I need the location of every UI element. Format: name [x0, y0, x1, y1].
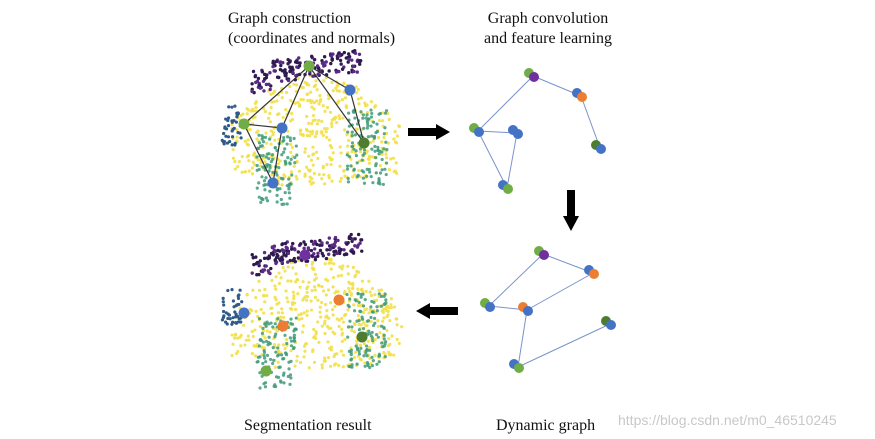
graph-node [529, 72, 539, 82]
graph-node [513, 129, 523, 139]
arrow-left [416, 303, 458, 319]
graph-node [238, 118, 250, 130]
segmentation-nodes [238, 249, 368, 377]
graph-edge [308, 65, 351, 91]
graph-node [358, 137, 370, 149]
arrow-down [563, 190, 579, 231]
graph-construction-line2: (coordinates and normals) [228, 30, 396, 47]
graph-edge [488, 253, 544, 307]
graph-edge [477, 75, 534, 132]
graph-edge [517, 309, 528, 368]
dynamic-graph [480, 246, 616, 373]
graph-edge [517, 323, 611, 368]
graph-edge [506, 132, 518, 189]
graph-node [485, 302, 495, 312]
graph-convolution-line2: and feature learning [484, 30, 612, 47]
graph-node [606, 320, 616, 330]
segmentation-node [356, 331, 368, 343]
graph-edge [349, 89, 365, 144]
segmentation-result-label: Segmentation result [244, 417, 372, 434]
graph-convolution-line1: Graph convolution [487, 10, 609, 27]
segmentation-node [333, 294, 345, 306]
graph-edge [272, 127, 283, 184]
segmentation-node [238, 307, 250, 319]
graph-edge [580, 95, 601, 149]
graph-edge [243, 123, 274, 184]
arrow-right [408, 124, 450, 140]
watermark: https://blog.csdn.net/m0_46510245 [618, 412, 837, 428]
graph-edge [308, 65, 365, 144]
segmentation-node [299, 249, 311, 261]
graph-edge [477, 130, 508, 189]
dynamic-graph-label: Dynamic graph [496, 417, 596, 434]
graph-construction-title: Graph construction (coordinates and norm… [228, 9, 395, 49]
graph-node [589, 269, 599, 279]
graph-edge [243, 65, 310, 125]
graph-node [596, 144, 606, 154]
graph-node [344, 84, 356, 96]
segmentation-node [260, 365, 272, 377]
graph-node [267, 177, 279, 189]
graph-convolution-title: Graph convolution and feature learning [478, 9, 618, 49]
point-cloud-construction [220, 49, 402, 207]
graph-edge [526, 272, 594, 311]
graph-node [474, 127, 484, 137]
graph-construction-line1: Graph construction [228, 10, 352, 27]
segmentation-node [277, 320, 289, 332]
graph-edge [281, 65, 310, 129]
graph-node [514, 363, 524, 373]
graph-convolution-graph [469, 68, 606, 194]
graph-edge [243, 123, 283, 129]
construction-graph [238, 60, 370, 189]
graph-node [303, 60, 315, 72]
graph-node [276, 122, 288, 134]
graph-node [577, 92, 587, 102]
graph-node [539, 250, 549, 260]
graph-node [523, 306, 533, 316]
graph-node [503, 184, 513, 194]
